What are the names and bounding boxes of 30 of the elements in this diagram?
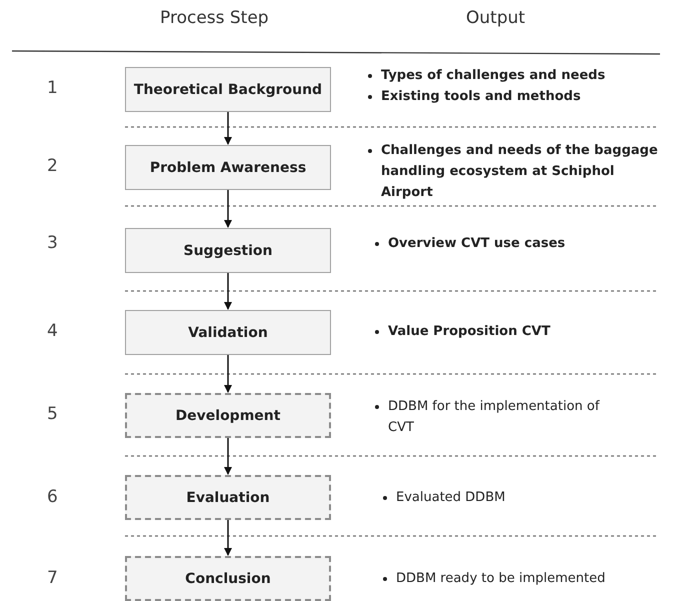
process-box: Suggestion — [125, 228, 331, 273]
process-box: Problem Awareness — [125, 145, 331, 190]
arrow — [224, 112, 232, 145]
output-bullet: Existing tools and methods — [365, 86, 655, 107]
arrow — [224, 190, 232, 228]
output-bullet: Overview CVT use cases — [372, 233, 652, 254]
step-number: 1 — [47, 78, 59, 99]
arrow — [224, 520, 232, 556]
output-bullet: DDBM ready to be implemented — [380, 568, 640, 589]
output-bullet: Value Proposition CVT — [372, 321, 652, 342]
step-number: 5 — [47, 404, 59, 425]
process-box: Theoretical Background — [125, 67, 331, 112]
output-bullet: Evaluated DDBM — [380, 487, 630, 508]
step-number: 4 — [47, 321, 59, 342]
dashed-process-box: Conclusion — [125, 556, 331, 601]
step-number: 7 — [47, 568, 59, 589]
output-bullet: Challenges and needs of the baggage handling ecosystem at Schiphol Airport — [365, 140, 670, 203]
output-bullet: DDBM for the implementation of CVT — [372, 396, 622, 438]
arrow — [224, 355, 232, 393]
process-box: Validation — [125, 310, 331, 355]
column-header: Process Step — [160, 8, 270, 29]
dashed-process-box: Development — [125, 393, 331, 438]
arrow — [224, 438, 232, 475]
dashed-process-box: Evaluation — [125, 475, 331, 520]
step-number: 6 — [47, 487, 59, 508]
output-bullet: Types of challenges and needs — [365, 65, 655, 86]
step-number: 3 — [47, 233, 59, 254]
arrow — [224, 273, 232, 310]
column-header: Output — [466, 8, 526, 29]
step-number: 2 — [47, 156, 59, 177]
